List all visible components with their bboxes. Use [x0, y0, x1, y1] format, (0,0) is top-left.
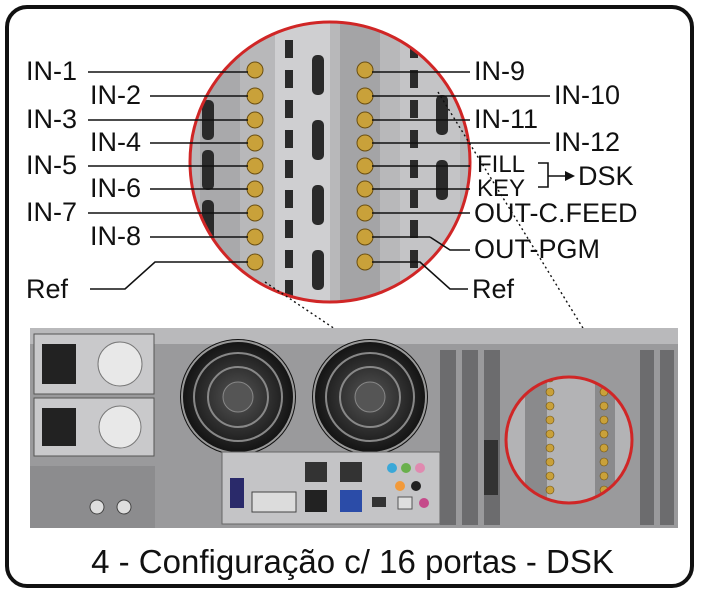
label-in-9: IN-9	[474, 56, 526, 86]
label-in-6: IN-6	[90, 173, 142, 203]
label-dsk: DSK	[578, 161, 634, 191]
label-out-c-feed: OUT-C.FEED	[474, 198, 638, 228]
label-fill: FILL	[477, 151, 526, 178]
fan-icon	[180, 339, 296, 455]
label-in-2: IN-2	[90, 80, 142, 110]
label-key: KEY	[477, 175, 526, 202]
label-in-7: IN-7	[26, 197, 78, 227]
arrow-right-icon	[565, 171, 575, 181]
label-in-10: IN-10	[554, 80, 621, 110]
power-supply-icon	[33, 333, 155, 457]
label-in-5: IN-5	[26, 150, 78, 180]
label-in-4: IN-4	[90, 127, 142, 157]
label-out-pgm: OUT-PGM	[474, 234, 600, 264]
leader-lines-right	[372, 71, 565, 290]
zoom-circle	[188, 20, 472, 304]
bnc-connector-icon	[356, 61, 374, 271]
bnc-connector-icon	[246, 61, 264, 271]
highlight-circle	[504, 375, 634, 505]
io-shield	[221, 451, 441, 525]
zoom-connector-lines	[264, 91, 614, 426]
server-chassis	[30, 328, 678, 528]
zoom-view	[190, 22, 470, 302]
label-in-12: IN-12	[554, 127, 621, 157]
label-in-11: IN-11	[474, 104, 539, 134]
label-ref-left: Ref	[26, 274, 69, 304]
leader-lines-left	[88, 71, 248, 290]
fan-icon	[312, 339, 428, 455]
highlight-view	[506, 377, 632, 503]
label-in-3: IN-3	[26, 104, 78, 134]
label-in-1: IN-1	[26, 56, 78, 86]
label-in-8: IN-8	[90, 221, 142, 251]
caption: 4 - Configuração c/ 16 portas - DSK	[91, 543, 614, 580]
label-ref-right: Ref	[472, 274, 515, 304]
